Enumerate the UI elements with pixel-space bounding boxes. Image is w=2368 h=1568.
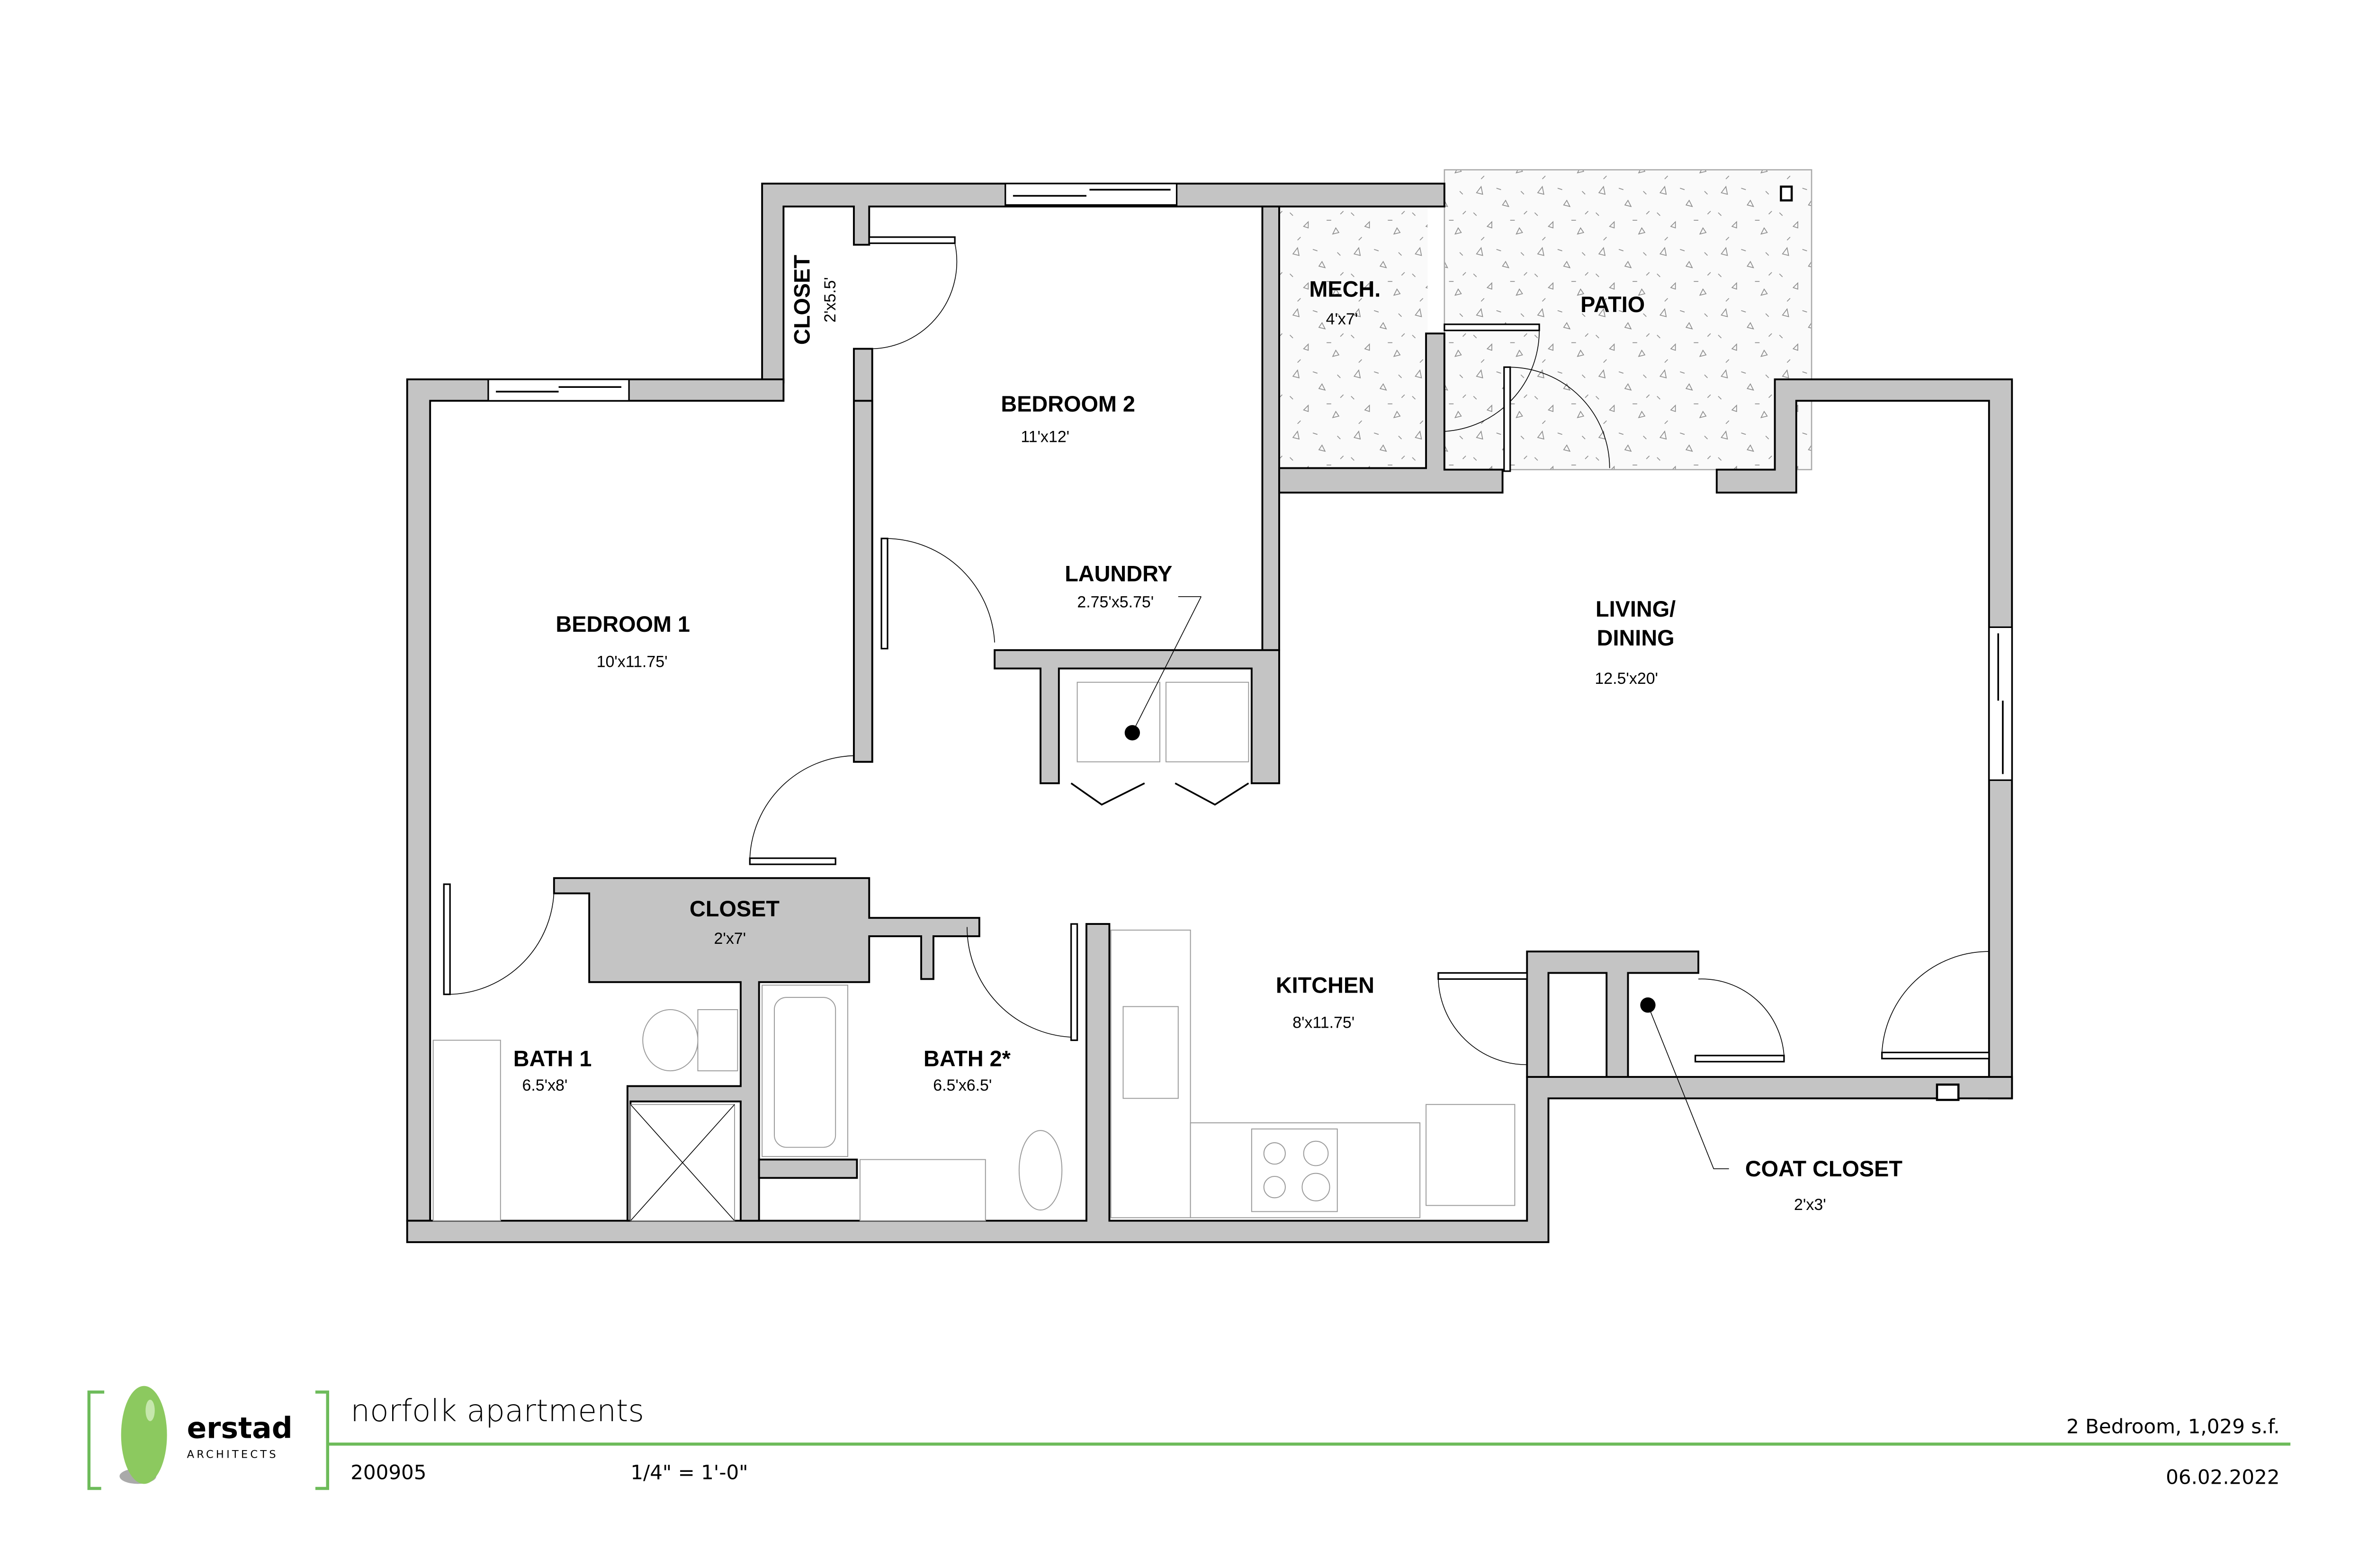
room-dims-bedroom2: 11'x12'	[1021, 428, 1069, 446]
project-name: norfolk apartments	[350, 1393, 644, 1429]
room-label-bath2: BATH 2*	[924, 1046, 1011, 1071]
room-label-bedroom2: BEDROOM 2	[1001, 392, 1135, 416]
room-dims-mech: 4'x7'	[1326, 310, 1358, 328]
fixtures	[432, 596, 1729, 1221]
drawing-scale: 1/4" = 1'-0"	[630, 1461, 748, 1484]
room-dims-laundry: 2.75'x5.75'	[1077, 593, 1154, 611]
room-label-patio: PATIO	[1580, 292, 1645, 317]
room-dims-closet-bed1: 2'x7'	[714, 930, 746, 948]
room-label-living-line1: LIVING/	[1596, 597, 1676, 621]
mech-area	[1279, 206, 1428, 468]
logo-name: erstad	[187, 1411, 293, 1445]
room-label-mech: MECH.	[1309, 277, 1381, 302]
room-labels: CLOSET 2'x5.5' BEDROOM 2 11'x12' MECH. 4…	[513, 255, 1903, 1214]
room-label-laundry: LAUNDRY	[1065, 561, 1172, 586]
windows	[487, 183, 2013, 1101]
room-dims-coat-closet: 2'x3'	[1794, 1196, 1826, 1214]
project-number: 200905	[350, 1461, 426, 1484]
walls	[406, 182, 2013, 1243]
room-dims-bath1: 6.5'x8'	[522, 1076, 568, 1094]
doors	[443, 236, 1990, 1066]
room-label-closet-bed1: CLOSET	[690, 896, 780, 921]
room-label-closet-bed2: CLOSET	[789, 255, 814, 345]
room-label-kitchen: KITCHEN	[1276, 973, 1374, 997]
room-label-bath1: BATH 1	[513, 1046, 592, 1071]
patio-area	[1444, 169, 1812, 470]
logo-subtitle: ARCHITECTS	[187, 1448, 278, 1460]
room-label-bedroom1: BEDROOM 1	[556, 612, 690, 636]
room-label-living-line2: DINING	[1597, 626, 1675, 650]
drawing-date: 06.02.2022	[2166, 1465, 2279, 1488]
room-dims-bedroom1: 10'x11.75'	[597, 653, 668, 671]
room-dims-bath2: 6.5'x6.5'	[933, 1076, 992, 1094]
room-dims-closet-bed2: 2'x5.5'	[821, 277, 839, 323]
unit-type: 2 Bedroom, 1,029 s.f.	[2066, 1415, 2279, 1438]
logo-egg-icon	[121, 1386, 167, 1484]
room-label-coat-closet: COAT CLOSET	[1745, 1156, 1903, 1181]
title-block: erstad ARCHITECTS norfolk apartments 200…	[87, 1386, 2291, 1490]
room-dims-living: 12.5'x20'	[1595, 670, 1658, 688]
room-dims-kitchen: 8'x11.75'	[1292, 1014, 1354, 1032]
